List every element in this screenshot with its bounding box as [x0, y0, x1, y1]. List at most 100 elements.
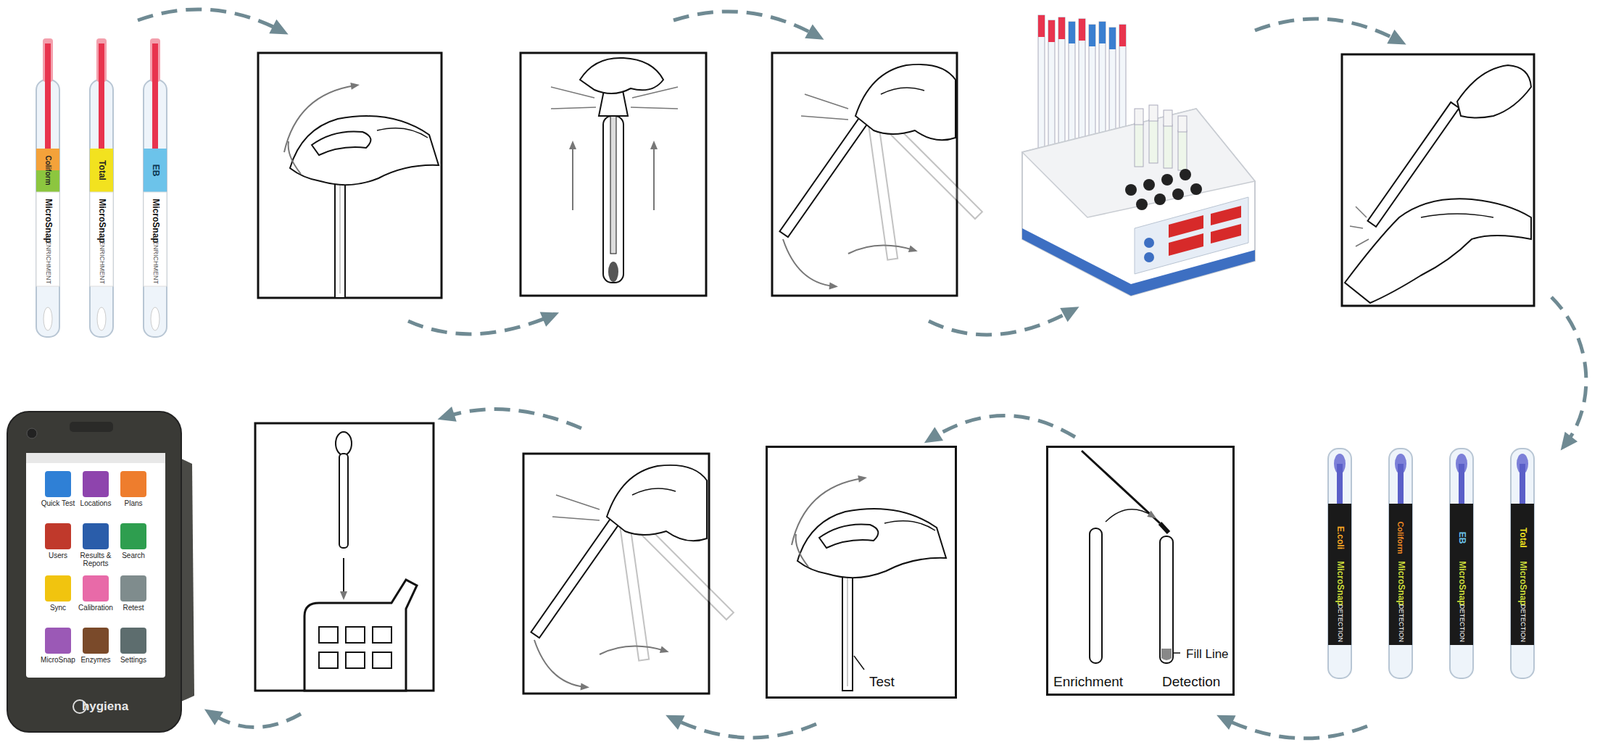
illustration-part [1458, 463, 1465, 508]
illustration-part [445, 409, 582, 429]
tube-label: DETECTION [1397, 604, 1405, 643]
flow-arrow [931, 415, 1076, 439]
illustration-part [1210, 224, 1242, 244]
step-panel: Fill LineEnrichmentDetection [1046, 445, 1235, 696]
tube-label: DETECTION [1457, 604, 1466, 643]
illustration-part [143, 192, 167, 287]
illustration-part [89, 148, 114, 193]
illustration-part [1179, 168, 1192, 181]
illustration-part [82, 575, 109, 602]
illustration-part [150, 307, 160, 331]
app-icon-label: Settings [112, 656, 155, 665]
illustration-part [44, 523, 72, 550]
illustration-part [89, 192, 114, 287]
panel-label: Detection [1162, 674, 1221, 691]
illustration-part [1389, 448, 1413, 679]
illustration-part [43, 307, 53, 331]
illustration-part [1081, 450, 1160, 524]
illustration-part [1397, 463, 1404, 508]
illustration-part [1161, 648, 1172, 661]
illustration-part [632, 86, 678, 98]
illustration-part [1449, 503, 1474, 646]
step-panel: Test [765, 445, 957, 699]
illustration-part [1449, 448, 1474, 679]
illustration-part [1168, 233, 1204, 256]
enrichment-tubes [36, 38, 167, 338]
illustration-part [26, 453, 166, 464]
illustration-part [137, 9, 281, 31]
squeeze-illustration [550, 57, 678, 283]
illustration-part [1328, 503, 1352, 646]
illustration-part [1134, 197, 1249, 275]
illustration-part [1190, 183, 1202, 196]
tube-label: MicroSnap [42, 198, 53, 243]
illustration-part [26, 453, 166, 678]
illustration-part [318, 627, 338, 644]
illustration-part [1068, 21, 1076, 44]
illustration-part [1178, 115, 1187, 132]
snap-illustration [284, 85, 439, 298]
illustration-part [1168, 215, 1204, 238]
tube-label: EB [1456, 532, 1466, 545]
app-icon-label: Calibration [74, 603, 117, 612]
illustration-part [1159, 536, 1173, 664]
illustration-part [318, 652, 338, 669]
illustration-part [69, 421, 114, 433]
illustration-part [530, 465, 733, 688]
illustration-part [608, 261, 619, 283]
illustration-part [1022, 108, 1255, 296]
illustration-part [1519, 463, 1526, 508]
illustration-part [653, 144, 655, 211]
luminometer [7, 411, 195, 733]
illustration-part [550, 107, 596, 109]
tap-illustration [1344, 65, 1532, 304]
app-icon-label: Results & Reports [74, 551, 117, 568]
illustration-part [120, 627, 147, 654]
illustration-part [98, 43, 105, 149]
snap-illustration [791, 478, 947, 691]
tube-label: Coliform [44, 155, 53, 185]
illustration-part [1449, 448, 1474, 679]
illustration-part [1172, 188, 1184, 201]
illustration-part [1143, 179, 1155, 191]
illustration-part [673, 11, 817, 36]
app-icon-label: MicroSnap [36, 656, 80, 665]
illustration-part [211, 714, 301, 728]
illustration-part [1099, 21, 1106, 44]
illustration-part [345, 652, 365, 669]
illustration-part [44, 471, 72, 498]
illustration-part [1355, 239, 1369, 247]
illustration-part [1349, 226, 1363, 229]
brand-logo: hygiena [81, 700, 129, 715]
illustration-part [44, 627, 72, 654]
tube-label: MicroSnap [1517, 561, 1527, 606]
illustration-part [1336, 463, 1343, 508]
illustration-part [1022, 108, 1255, 218]
tube-label: ENRICHMENT [97, 240, 106, 285]
illustration-part [571, 144, 574, 211]
panel-label: Test [869, 674, 895, 691]
app-icon-label: Sync [36, 603, 80, 612]
illustration-part [928, 311, 1072, 335]
illustration-part [1210, 205, 1242, 226]
illustration-part [1109, 27, 1116, 50]
illustration-part [120, 575, 147, 602]
step-panel [255, 423, 434, 691]
illustration-part [1038, 15, 1045, 37]
shake-illustration [779, 64, 982, 287]
illustration-part [152, 43, 159, 149]
detection-tubes [1328, 448, 1535, 679]
step-panel [1341, 54, 1535, 306]
illustration-part [1224, 719, 1368, 739]
tube-label: Total [96, 160, 106, 181]
transfer-illustration [1081, 450, 1181, 664]
illustration-part [1058, 17, 1065, 159]
illustration-part [1089, 528, 1102, 664]
illustration-part [342, 558, 345, 596]
illustration-part [1119, 24, 1126, 47]
app-icon-label: Search [112, 551, 155, 560]
illustration-part [335, 432, 352, 456]
illustration-part [1161, 173, 1173, 186]
illustration-part [1136, 198, 1148, 211]
